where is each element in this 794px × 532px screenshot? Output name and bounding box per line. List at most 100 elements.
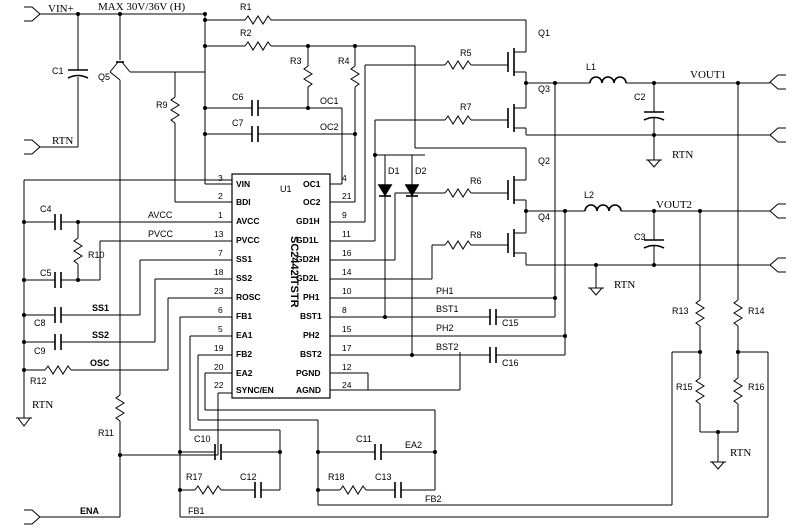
mosfet-q4: Q4 [507,211,550,265]
svg-text:FB1: FB1 [188,506,205,516]
rtn-q3-label: RTN [672,149,693,161]
resistor-r9: R9 [156,96,180,124]
svg-text:R8: R8 [470,230,482,240]
svg-text:ROSC: ROSC [236,292,261,302]
svg-text:18: 18 [214,267,224,277]
resistor-r10: R10 [73,237,105,265]
svg-text:SYNC/EN: SYNC/EN [236,385,274,395]
resistor-r3: R3 [290,56,313,88]
svg-text:SS2: SS2 [236,273,252,283]
svg-text:9: 9 [342,210,347,220]
svg-text:17: 17 [342,343,352,353]
ic-u1: U1 SC2442ITSTR [231,173,331,399]
svg-text:BST1: BST1 [300,311,322,321]
capacitor-c11: C11 [356,434,382,460]
capacitor-c1: C1 [52,66,89,79]
port-rtn-q4 [769,257,786,273]
svg-text:R6: R6 [470,176,482,186]
svg-text:D2: D2 [415,166,427,176]
svg-text:6: 6 [218,305,223,315]
resistor-r13: R13 [672,299,705,327]
svg-text:OC2: OC2 [320,122,339,132]
svg-text:BDI: BDI [236,197,251,207]
svg-text:Q5: Q5 [98,72,110,82]
resistor-r2: R2 [240,28,272,51]
resistor-r5: R5 [444,48,472,70]
svg-text:PVCC: PVCC [148,229,174,239]
svg-text:R16: R16 [748,382,765,392]
svg-text:10: 10 [342,286,352,296]
resistor-r14: R14 [733,299,765,327]
capacitor-c7: C7 [232,118,259,142]
svg-text:1: 1 [218,210,223,220]
svg-text:7: 7 [218,248,223,258]
svg-text:C8: C8 [34,318,46,328]
svg-text:R17: R17 [186,472,203,482]
svg-text:L2: L2 [584,190,594,200]
rtn-top-label: RTN [52,135,73,147]
svg-text:AVCC: AVCC [148,210,173,220]
svg-text:3: 3 [218,173,223,183]
ena-label: ENA [80,506,100,516]
svg-text:OC1: OC1 [320,96,339,106]
svg-text:R3: R3 [290,56,302,66]
capacitor-c9: C9 [34,334,62,356]
svg-text:R18: R18 [328,472,345,482]
svg-text:8: 8 [342,305,347,315]
svg-text:PVCC: PVCC [236,235,260,245]
svg-text:PGND: PGND [296,368,321,378]
resistor-r15: R15 [676,377,705,405]
capacitor-c6: C6 [232,92,259,116]
svg-text:14: 14 [342,267,352,277]
capacitor-c4: C4 [40,204,62,230]
svg-text:FB2: FB2 [425,494,442,504]
rtn-q4-label: RTN [614,279,635,291]
svg-text:R9: R9 [156,100,168,110]
svg-text:Q3: Q3 [538,84,550,94]
svg-text:C6: C6 [232,92,244,102]
svg-text:R1: R1 [240,2,252,12]
svg-text:R10: R10 [88,250,105,260]
svg-text:C10: C10 [194,434,211,444]
svg-text:19: 19 [214,343,224,353]
svg-text:C1: C1 [52,66,64,76]
vin-rating-label: MAX 30V/36V (H) [98,1,186,13]
port-rtn-top: RTN [24,135,78,155]
svg-text:23: 23 [214,286,224,296]
svg-text:16: 16 [342,248,352,258]
ic-right-pin-labels: OC1 4 OC2 21 GD1H 9 GD1L 11 GD2H 16 GD2L… [296,173,352,395]
port-vout2: VOUT2 [656,199,786,219]
svg-text:SS1: SS1 [236,254,252,264]
capacitor-c15: C15 [489,309,519,328]
svg-text:FB2: FB2 [236,349,252,359]
svg-text:C13: C13 [375,472,392,482]
svg-text:C15: C15 [502,318,519,328]
svg-text:Q4: Q4 [538,212,550,222]
svg-text:BST2: BST2 [300,349,322,359]
transistor-q5: Q5 [98,14,205,82]
svg-text:C9: C9 [34,346,46,356]
capacitor-c16: C16 [489,347,519,368]
vout2-label: VOUT2 [656,199,692,211]
vout1-label: VOUT1 [690,69,726,81]
svg-text:EA1: EA1 [236,330,253,340]
svg-text:BST2: BST2 [436,342,459,352]
svg-text:R5: R5 [460,48,472,58]
svg-text:C12: C12 [240,472,257,482]
svg-text:20: 20 [214,362,224,372]
resistor-r11: R11 [98,394,125,438]
svg-text:GD2H: GD2H [296,254,320,264]
port-ena: ENA [24,506,120,525]
diode-d1: D1 [377,155,400,197]
port-rtn-q3 [769,127,786,143]
resistor-r12: R12 [30,365,72,386]
svg-text:21: 21 [342,191,352,201]
svg-text:24: 24 [342,380,352,390]
svg-text:SS2: SS2 [92,330,109,340]
svg-text:R2: R2 [240,28,252,38]
svg-text:R15: R15 [676,382,693,392]
resistor-r17: R17 [186,472,222,495]
resistor-r16: R16 [733,377,765,405]
svg-text:SS1: SS1 [92,303,109,313]
